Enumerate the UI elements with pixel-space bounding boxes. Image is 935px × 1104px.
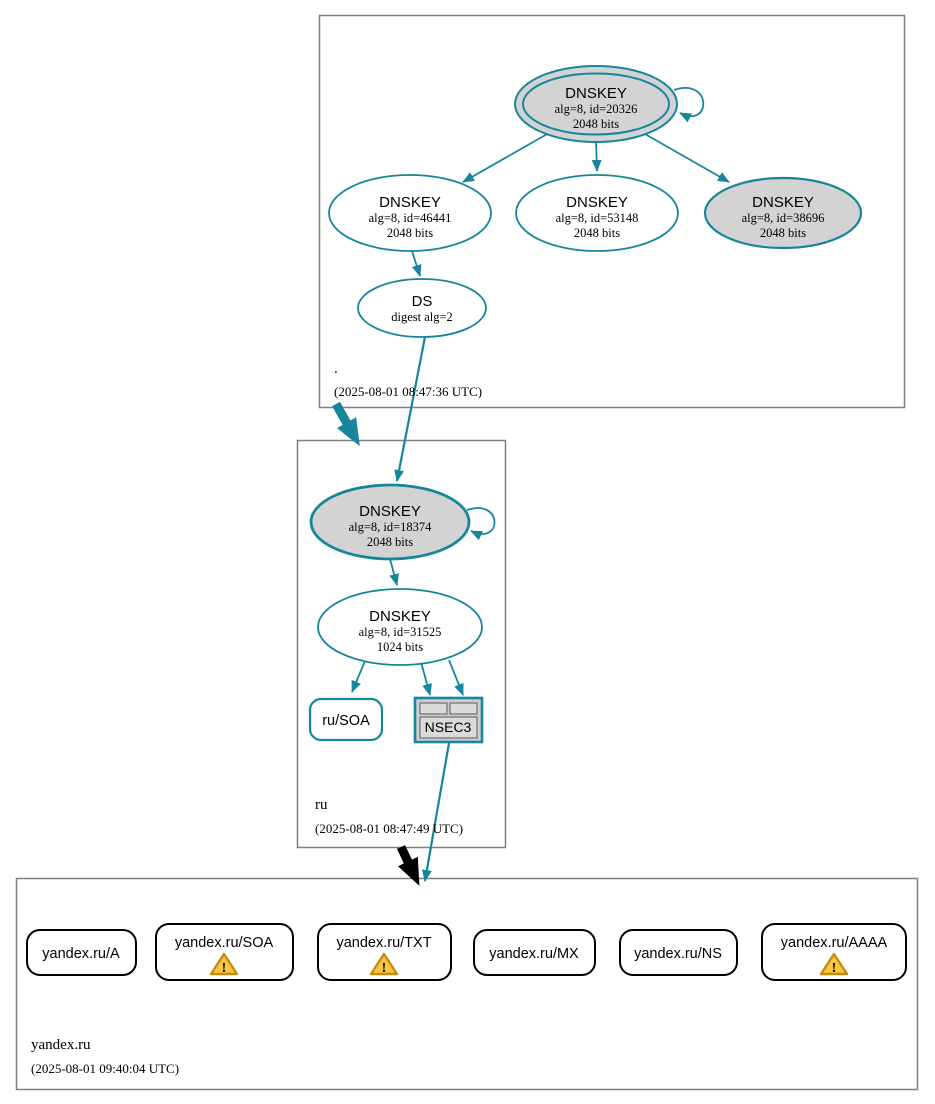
dnskey-title: DNSKEY — [369, 608, 431, 625]
edge-ksk20326-self-loop — [673, 87, 705, 123]
node-ds[interactable]: DS digest alg=2 — [357, 278, 487, 338]
rrset-label: yandex.ru/SOA — [175, 935, 274, 951]
rrset-label: yandex.ru/A — [42, 946, 120, 962]
dnskey-alg: alg=8, id=20326 — [555, 102, 638, 116]
edge-ksk18374-self-loop — [466, 507, 496, 541]
nsec3-cell — [419, 702, 448, 715]
dnskey-title: DNSKEY — [565, 85, 627, 102]
warning-glyph: ! — [382, 961, 387, 976]
dnskey-title: DNSKEY — [379, 194, 441, 211]
node-rrset-yandex-soa[interactable]: yandex.ru/SOA ! — [155, 923, 294, 981]
edge-ksk18374-to-zsk31525 — [389, 558, 399, 586]
dnskey-ellipse — [515, 174, 679, 252]
warning-icon: ! — [209, 952, 239, 976]
ds-title: DS — [412, 293, 433, 310]
warning-triangle — [209, 952, 239, 976]
warning-glyph: ! — [832, 961, 837, 976]
node-rrset-yandex-mx[interactable]: yandex.ru/MX — [473, 929, 596, 976]
warning-icon: ! — [369, 952, 399, 976]
dnskey-ellipse — [703, 176, 863, 250]
edge-delegation-ru-to-yandex — [396, 845, 420, 886]
zone-box-yandex — [15, 877, 919, 1091]
edge-ds-to-ksk18374 — [394, 336, 427, 482]
edge-zsk46441-to-ds — [411, 250, 422, 277]
dnskey-alg: alg=8, id=18374 — [349, 520, 433, 534]
zone-label-yandex: yandex.ru — [31, 1037, 91, 1053]
dnskey-title: DNSKEY — [752, 194, 814, 211]
dnskey-bits: 2048 bits — [387, 226, 433, 240]
rrset-label: yandex.ru/NS — [634, 946, 722, 962]
rrset-label: yandex.ru/TXT — [336, 935, 431, 951]
rrset-rect — [619, 929, 738, 976]
soa-rect — [308, 697, 384, 742]
dnskey-alg: alg=8, id=31525 — [359, 625, 442, 639]
node-dnskey-46441[interactable]: DNSKEY alg=8, id=46441 2048 bits — [328, 174, 492, 252]
node-rrset-yandex-ns[interactable]: yandex.ru/NS — [619, 929, 738, 976]
node-nsec3[interactable]: NSEC3 — [413, 696, 484, 744]
edge-ksk20326-to-zsk46441 — [462, 132, 550, 183]
nsec3-label: NSEC3 — [425, 719, 472, 735]
dnskey-bits: 2048 bits — [573, 117, 619, 131]
nsec3-cell — [449, 702, 478, 715]
warning-icon: ! — [819, 952, 849, 976]
edge-ksk20326-to-zsk38696 — [644, 133, 730, 183]
edge-secure-delegation-root-to-ru — [332, 401, 360, 447]
dnskey-ksk-inner-ellipse — [522, 72, 670, 136]
node-dnskey-18374[interactable]: DNSKEY alg=8, id=18374 2048 bits — [309, 483, 471, 561]
dnskey-alg: alg=8, id=38696 — [742, 211, 825, 225]
dnskey-ellipse — [309, 483, 471, 561]
warning-glyph: ! — [222, 961, 227, 976]
dnskey-ksk-outer-ellipse — [514, 65, 678, 143]
dnskey-ellipse — [328, 174, 492, 252]
nsec3-label-cell — [419, 716, 478, 739]
edge-nsec3-to-yandex — [421, 742, 451, 882]
node-rrset-yandex-a[interactable]: yandex.ru/A — [26, 929, 137, 976]
dnskey-title: DNSKEY — [359, 503, 421, 520]
rrset-rect — [761, 923, 907, 981]
ds-digest: digest alg=2 — [391, 310, 453, 324]
rrset-label: yandex.ru/AAAA — [781, 935, 888, 951]
warning-triangle — [819, 952, 849, 976]
edge-zsk31525-to-nsec3-b — [448, 659, 464, 696]
zone-box-root — [318, 14, 906, 409]
dnskey-bits: 1024 bits — [377, 640, 423, 654]
node-dnskey-38696[interactable]: DNSKEY alg=8, id=38696 2048 bits — [703, 176, 863, 250]
zone-label-ru: ru — [315, 797, 328, 813]
ds-ellipse — [357, 278, 487, 338]
soa-label: ru/SOA — [322, 713, 370, 729]
node-ru-soa[interactable]: ru/SOA — [308, 697, 384, 742]
dnskey-bits: 2048 bits — [574, 226, 620, 240]
node-dnskey-53148[interactable]: DNSKEY alg=8, id=53148 2048 bits — [515, 174, 679, 252]
dnskey-bits: 2048 bits — [760, 226, 806, 240]
zone-timestamp-ru: (2025-08-01 08:47:49 UTC) — [315, 821, 463, 836]
rrset-rect — [317, 923, 452, 981]
edge-zsk31525-to-nsec3-a — [420, 661, 432, 696]
dnskey-bits: 2048 bits — [367, 535, 413, 549]
warning-triangle — [369, 952, 399, 976]
rrset-rect — [155, 923, 294, 981]
zone-label-root: . — [334, 361, 338, 377]
dnskey-alg: alg=8, id=46441 — [369, 211, 452, 225]
dnskey-alg: alg=8, id=53148 — [556, 211, 639, 225]
node-rrset-yandex-aaaa[interactable]: yandex.ru/AAAA ! — [761, 923, 907, 981]
zone-timestamp-root: (2025-08-01 08:47:36 UTC) — [334, 384, 482, 399]
node-dnskey-20326[interactable]: DNSKEY alg=8, id=20326 2048 bits — [514, 65, 678, 143]
dnskey-title: DNSKEY — [566, 194, 628, 211]
rrset-rect — [26, 929, 137, 976]
node-rrset-yandex-txt[interactable]: yandex.ru/TXT ! — [317, 923, 452, 981]
node-dnskey-31525[interactable]: DNSKEY alg=8, id=31525 1024 bits — [317, 588, 483, 666]
rrset-label: yandex.ru/MX — [489, 946, 579, 962]
dnskey-ellipse — [317, 588, 483, 666]
edge-ksk20326-to-zsk53148 — [591, 140, 602, 172]
rrset-rect — [473, 929, 596, 976]
edge-zsk31525-to-soa — [351, 660, 366, 693]
zone-timestamp-yandex: (2025-08-01 09:40:04 UTC) — [31, 1061, 179, 1076]
